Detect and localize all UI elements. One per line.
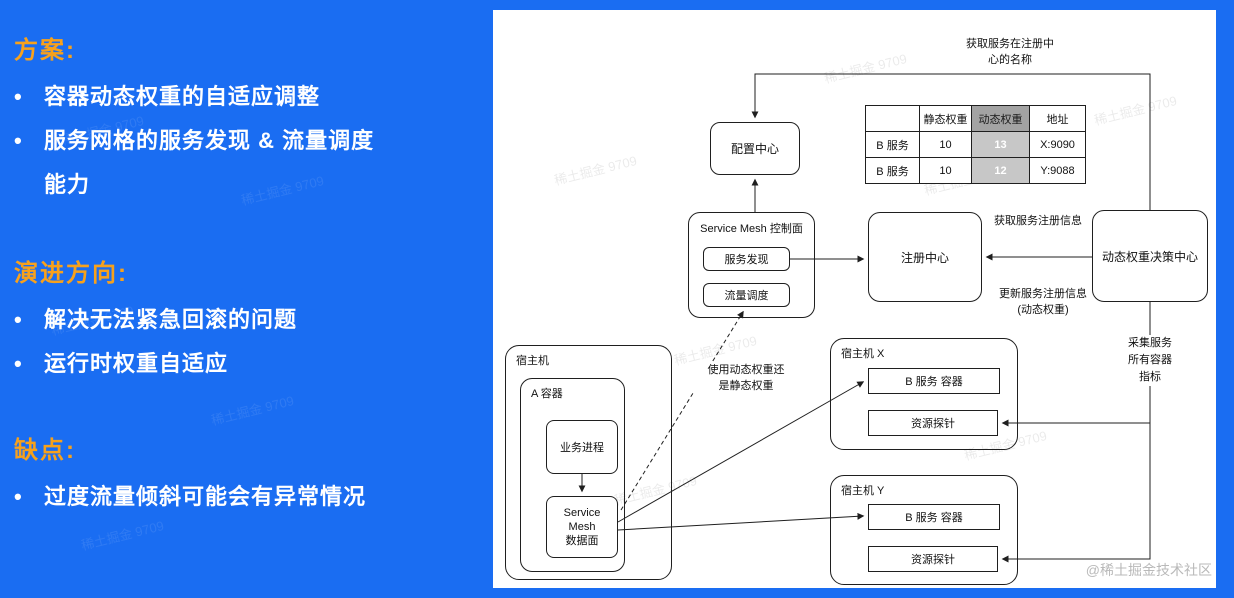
registry-center-label: 注册中心 <box>900 250 949 265</box>
host-machine-a-box: 宿主机 <box>505 345 672 580</box>
bullet-text: 过度流量倾斜可能会有异常情况 <box>44 484 367 509</box>
table-header-cell-dynamic-weight: 动态权重 <box>971 105 1030 132</box>
service-mesh-data-plane-box: Service Mesh 数据面 <box>546 496 618 558</box>
section-evolution: 演进方向: • 解决无法紧急回滚的问题 • 运行时权重自适应 <box>14 253 475 386</box>
section-heading-plan: 方案: <box>14 37 76 64</box>
bullet-item: • 解决无法紧急回滚的问题 <box>14 298 475 342</box>
container-a-box: A 容器 <box>520 378 625 572</box>
table-header-cell: 静态权重 <box>919 105 972 132</box>
label-dynamic-or-static-weight: 使用动态权重还 是静态权重 <box>694 362 798 394</box>
section-drawback: 缺点: • 过度流量倾斜可能会有异常情况 <box>14 430 475 519</box>
watermark-text: 稀土掘金 9709 <box>552 152 639 188</box>
service-b-container-x-box: B 服务 容器 <box>868 368 1000 394</box>
watermark-text: 稀土掘金 9709 <box>822 50 909 86</box>
service-discovery-box: 服务发现 <box>703 247 790 271</box>
traffic-scheduling-box: 流量调度 <box>703 283 790 307</box>
bullet-text: 容器动态权重的自适应调整 <box>44 84 321 109</box>
bullet-item: • 服务网格的服务发现 & 流量调度能力 <box>14 119 475 207</box>
label-line: 是静态权重 <box>718 380 774 392</box>
table-header-cell: 地址 <box>1029 105 1086 132</box>
label-line: Mesh <box>568 521 596 533</box>
business-process-label: 业务进程 <box>560 442 604 454</box>
service-discovery-label: 服务发现 <box>724 254 769 266</box>
traffic-scheduling-label: 流量调度 <box>724 290 769 302</box>
bullet-dot: • <box>14 307 22 332</box>
slide-text-panel: 方案: • 容器动态权重的自适应调整 • 服务网格的服务发现 & 流量调度能力 … <box>0 0 493 598</box>
community-credit-watermark: @稀土掘金技术社区 <box>1085 562 1212 578</box>
section-plan: 方案: • 容器动态权重的自适应调整 • 服务网格的服务发现 & 流量调度能力 <box>14 30 475 207</box>
container-a-label: A 容器 <box>531 388 563 400</box>
service-mesh-control-plane-title: Service Mesh 控制面 <box>700 223 803 235</box>
label-line: 获取服务在注册中 <box>966 38 1054 50</box>
label-line: 数据面 <box>565 535 599 547</box>
label-line: 使用动态权重还 <box>707 364 785 376</box>
resource-probe-y-label: 资源探针 <box>911 554 955 566</box>
table-cell: 10 <box>919 131 972 158</box>
table-cell-dynamic: 13 <box>971 131 1030 158</box>
service-mesh-control-plane-box: Service Mesh 控制面 <box>688 212 815 318</box>
diagram-panel: 稀土掘金 9709 稀土掘金 9709 稀土掘金 9709 稀土掘金 9709 … <box>493 10 1216 588</box>
resource-probe-x-label: 资源探针 <box>911 418 955 430</box>
dynamic-weight-decision-center-box: 动态权重决策中心 <box>1092 210 1208 302</box>
section-heading-drawback: 缺点: <box>14 437 76 464</box>
watermark-text: 稀土掘金 9709 <box>79 517 166 553</box>
bullet-text: 运行时权重自适应 <box>44 351 229 376</box>
service-b-container-x-label: B 服务 容器 <box>905 376 963 388</box>
resource-probe-y-box: 资源探针 <box>868 546 998 572</box>
host-machine-y-label: 宿主机 Y <box>841 485 885 497</box>
label-line: 获取服务注册信息 <box>994 215 1082 227</box>
bullet-dot: • <box>14 351 22 376</box>
label-line: 更新服务注册信息 <box>999 288 1087 300</box>
table-cell: X:9090 <box>1029 131 1086 158</box>
registry-center-box: 注册中心 <box>868 212 982 302</box>
label-line: Service <box>563 507 601 519</box>
business-process-box: 业务进程 <box>546 420 618 474</box>
table-row: B 服务 10 13 X:9090 <box>865 131 1086 158</box>
dynamic-weight-decision-center-label: 动态权重决策中心 <box>1101 249 1198 264</box>
table-cell-dynamic: 12 <box>971 157 1030 184</box>
table-cell: B 服务 <box>865 157 920 184</box>
host-machine-x-box: 宿主机 X <box>830 338 1018 450</box>
host-machine-x-label: 宿主机 X <box>841 348 885 360</box>
label-line: 采集服务 <box>1128 337 1172 349</box>
table-header-cell <box>865 105 920 132</box>
label-line: 所有容器 <box>1128 354 1172 366</box>
label-line: (动态权重) <box>1017 304 1069 316</box>
bullet-item: • 过度流量倾斜可能会有异常情况 <box>14 475 475 519</box>
bullet-text: 服务网格的服务发现 & 流量调度能力 <box>44 128 375 197</box>
table-cell: Y:9088 <box>1029 157 1086 184</box>
watermark-text: 稀土掘金 9709 <box>1092 92 1179 128</box>
bullet-dot: • <box>14 84 22 109</box>
section-heading-evolution: 演进方向: <box>14 260 128 287</box>
resource-probe-x-box: 资源探针 <box>868 410 998 436</box>
weight-table: 静态权重 动态权重 地址 B 服务 10 13 X:9090 B 服务 10 1… <box>865 105 1086 184</box>
label-line: 心的名称 <box>988 54 1032 66</box>
service-b-container-y-label: B 服务 容器 <box>905 512 963 524</box>
bullet-item: • 运行时权重自适应 <box>14 342 475 386</box>
label-get-service-name: 获取服务在注册中 心的名称 <box>945 36 1075 68</box>
config-center-box: 配置中心 <box>710 122 800 175</box>
label-update-registration-info: 更新服务注册信息 (动态权重) <box>986 286 1100 318</box>
watermark-text: 稀土掘金 9709 <box>209 392 296 428</box>
bullet-text: 解决无法紧急回滚的问题 <box>44 307 298 332</box>
label-get-registration-info: 获取服务注册信息 <box>981 213 1095 229</box>
table-cell: 10 <box>919 157 972 184</box>
bullet-dot: • <box>14 484 22 509</box>
label-collect-container-metrics: 采集服务 所有容器 指标 <box>1123 335 1177 386</box>
host-machine-a-label: 宿主机 <box>516 355 549 367</box>
bullet-item: • 容器动态权重的自适应调整 <box>14 75 475 119</box>
table-header-row: 静态权重 动态权重 地址 <box>865 105 1086 132</box>
table-cell: B 服务 <box>865 131 920 158</box>
label-line: 指标 <box>1139 371 1161 383</box>
service-b-container-y-box: B 服务 容器 <box>868 504 1000 530</box>
host-machine-y-box: 宿主机 Y <box>830 475 1018 585</box>
config-center-label: 配置中心 <box>730 142 779 156</box>
bullet-dot: • <box>14 128 22 153</box>
table-row: B 服务 10 12 Y:9088 <box>865 157 1086 184</box>
